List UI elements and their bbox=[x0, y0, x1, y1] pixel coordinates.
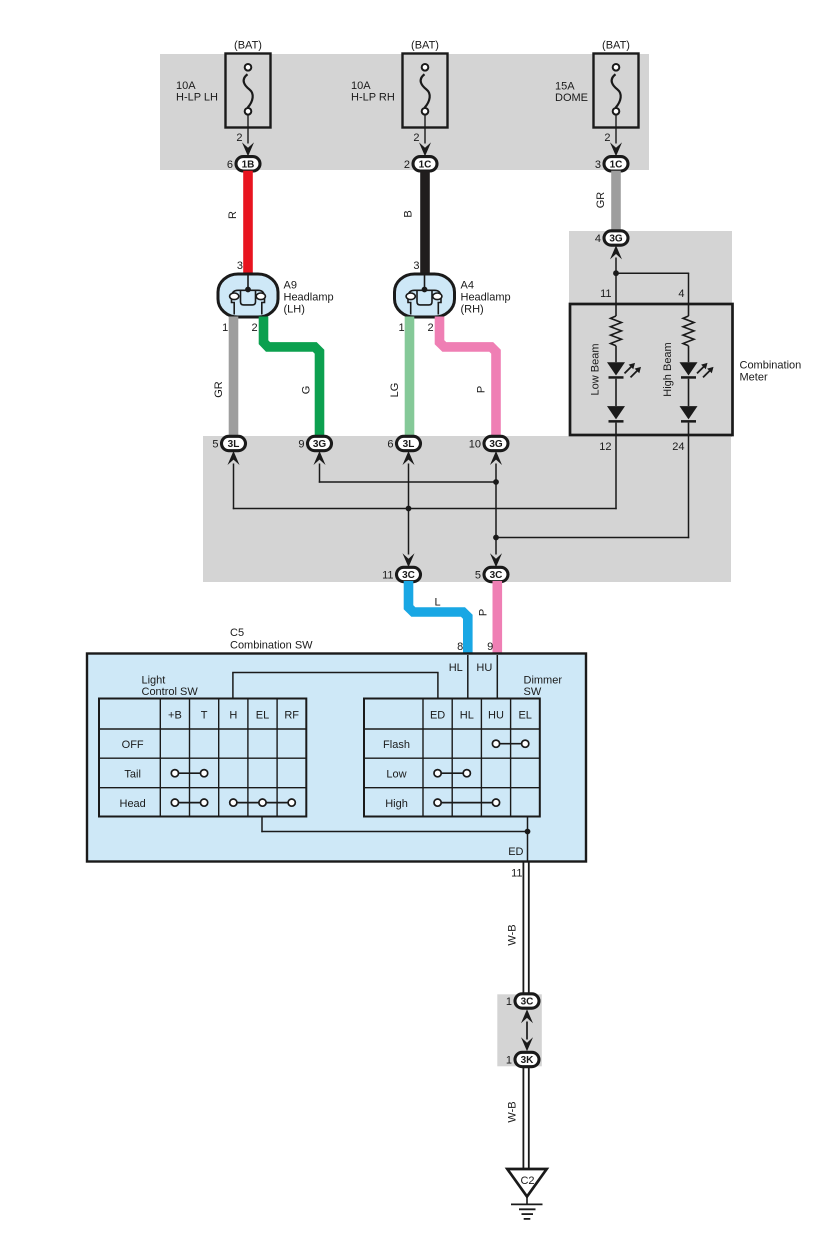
svg-text:6: 6 bbox=[387, 439, 393, 451]
svg-text:3: 3 bbox=[237, 260, 243, 272]
svg-text:Low Beam: Low Beam bbox=[589, 344, 601, 396]
svg-text:A9: A9 bbox=[284, 280, 297, 292]
svg-text:11: 11 bbox=[382, 570, 393, 582]
svg-text:6: 6 bbox=[227, 159, 233, 171]
svg-text:(BAT): (BAT) bbox=[602, 40, 630, 52]
svg-text:ED: ED bbox=[430, 710, 445, 722]
svg-text:3G: 3G bbox=[313, 439, 327, 450]
svg-text:8: 8 bbox=[457, 641, 463, 653]
svg-text:1: 1 bbox=[222, 322, 228, 334]
svg-text:HL: HL bbox=[460, 710, 474, 722]
svg-text:W-B: W-B bbox=[507, 1101, 519, 1122]
svg-text:3G: 3G bbox=[489, 439, 503, 450]
svg-text:2: 2 bbox=[413, 132, 419, 144]
svg-text:DOME: DOME bbox=[555, 92, 588, 104]
svg-text:5: 5 bbox=[475, 570, 481, 582]
svg-text:3C: 3C bbox=[402, 570, 415, 581]
svg-text:B: B bbox=[403, 210, 415, 217]
svg-text:H-LP RH: H-LP RH bbox=[351, 91, 395, 103]
svg-text:GR: GR bbox=[213, 381, 225, 398]
svg-text:RF: RF bbox=[284, 710, 299, 722]
svg-text:3K: 3K bbox=[521, 1055, 535, 1066]
svg-text:15A: 15A bbox=[555, 80, 575, 92]
svg-text:24: 24 bbox=[672, 441, 684, 453]
svg-text:High Beam: High Beam bbox=[662, 342, 674, 396]
svg-text:Headlamp: Headlamp bbox=[461, 292, 511, 304]
svg-text:ED: ED bbox=[508, 846, 523, 858]
svg-text:P: P bbox=[478, 609, 490, 616]
svg-text:5: 5 bbox=[212, 439, 218, 451]
svg-text:H-LP LH: H-LP LH bbox=[176, 91, 218, 103]
svg-text:Flash: Flash bbox=[383, 739, 410, 751]
svg-text:(RH): (RH) bbox=[461, 304, 484, 316]
svg-text:12: 12 bbox=[599, 441, 611, 453]
svg-text:3L: 3L bbox=[228, 439, 240, 450]
svg-text:3: 3 bbox=[595, 159, 601, 171]
svg-text:1: 1 bbox=[506, 1055, 512, 1067]
svg-text:OFF: OFF bbox=[122, 739, 144, 751]
svg-text:2: 2 bbox=[251, 322, 257, 334]
svg-text:G: G bbox=[301, 386, 313, 395]
svg-text:2: 2 bbox=[236, 132, 242, 144]
svg-text:A4: A4 bbox=[461, 280, 474, 292]
svg-text:10A: 10A bbox=[351, 80, 371, 92]
svg-text:10A: 10A bbox=[176, 80, 196, 92]
svg-text:1: 1 bbox=[398, 322, 404, 334]
svg-text:Combination SW: Combination SW bbox=[230, 640, 313, 652]
svg-text:Dimmer: Dimmer bbox=[524, 675, 563, 687]
svg-text:2: 2 bbox=[427, 322, 433, 334]
svg-text:C5: C5 bbox=[230, 627, 244, 639]
svg-text:High: High bbox=[385, 798, 408, 810]
svg-text:Low: Low bbox=[386, 768, 406, 780]
svg-text:W-B: W-B bbox=[507, 924, 519, 945]
svg-text:Meter: Meter bbox=[740, 372, 768, 384]
svg-text:3L: 3L bbox=[403, 439, 415, 450]
svg-text:C2: C2 bbox=[520, 1175, 534, 1187]
svg-text:R: R bbox=[227, 211, 239, 219]
svg-text:1C: 1C bbox=[419, 159, 432, 170]
svg-text:HL: HL bbox=[449, 662, 463, 674]
svg-text:11: 11 bbox=[600, 288, 611, 300]
svg-text:2: 2 bbox=[604, 132, 610, 144]
svg-text:9: 9 bbox=[487, 641, 493, 653]
svg-text:LG: LG bbox=[389, 383, 401, 398]
svg-text:1: 1 bbox=[506, 996, 512, 1008]
svg-text:Tail: Tail bbox=[124, 768, 141, 780]
svg-text:+B: +B bbox=[168, 710, 182, 722]
svg-text:H: H bbox=[229, 710, 237, 722]
svg-text:3G: 3G bbox=[609, 234, 623, 245]
svg-text:9: 9 bbox=[298, 439, 304, 451]
svg-text:SW: SW bbox=[524, 686, 542, 698]
svg-text:3C: 3C bbox=[521, 997, 534, 1008]
svg-text:(BAT): (BAT) bbox=[234, 40, 262, 52]
svg-text:(BAT): (BAT) bbox=[411, 40, 439, 52]
svg-text:2: 2 bbox=[404, 159, 410, 171]
svg-text:3: 3 bbox=[413, 260, 419, 272]
svg-text:HU: HU bbox=[488, 710, 504, 722]
svg-text:Light: Light bbox=[142, 675, 166, 687]
svg-text:Headlamp: Headlamp bbox=[284, 292, 334, 304]
svg-text:11: 11 bbox=[511, 868, 522, 880]
svg-text:4: 4 bbox=[678, 288, 684, 300]
svg-text:EL: EL bbox=[518, 710, 531, 722]
svg-text:T: T bbox=[201, 710, 208, 722]
svg-text:3C: 3C bbox=[490, 570, 503, 581]
svg-text:P: P bbox=[476, 386, 488, 393]
svg-text:Control SW: Control SW bbox=[142, 686, 199, 698]
svg-text:1C: 1C bbox=[610, 159, 623, 170]
svg-text:HU: HU bbox=[476, 662, 492, 674]
svg-text:Combination: Combination bbox=[740, 359, 802, 371]
svg-text:Head: Head bbox=[120, 798, 146, 810]
svg-text:10: 10 bbox=[469, 439, 481, 451]
svg-text:EL: EL bbox=[256, 710, 269, 722]
svg-text:4: 4 bbox=[595, 233, 601, 245]
svg-text:GR: GR bbox=[595, 192, 607, 209]
svg-text:L: L bbox=[434, 597, 440, 609]
svg-text:(LH): (LH) bbox=[284, 304, 305, 316]
svg-text:1B: 1B bbox=[242, 159, 255, 170]
